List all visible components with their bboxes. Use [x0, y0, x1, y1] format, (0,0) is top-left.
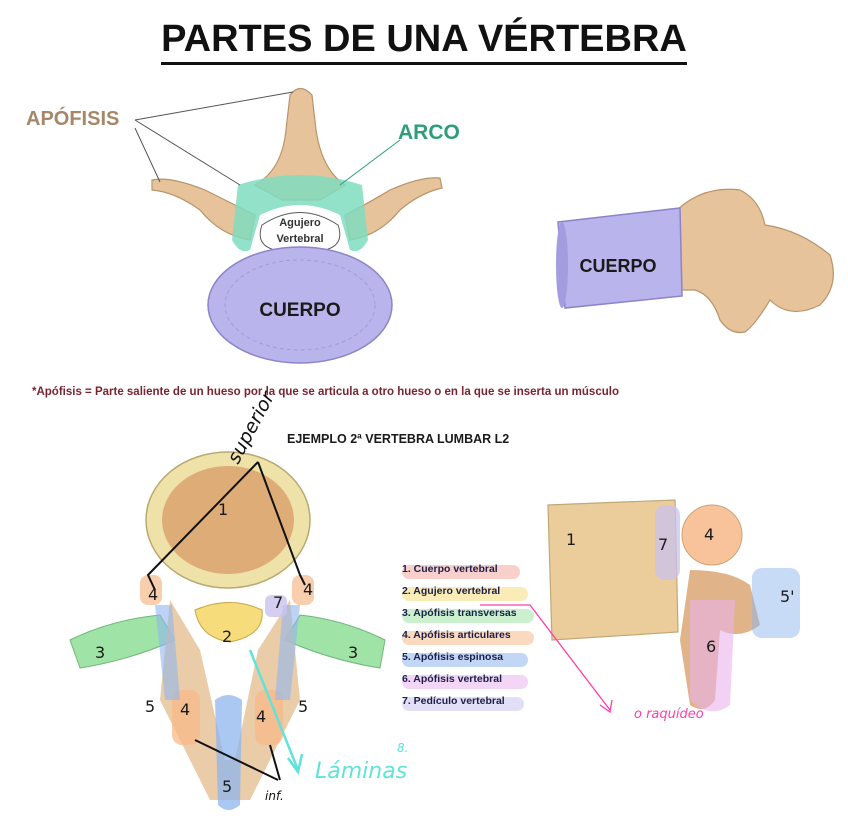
- agujero-label-1: Agujero: [279, 217, 321, 229]
- number-label: 3: [95, 643, 105, 662]
- legend-item: 1. Cuerpo vertebral: [402, 563, 520, 585]
- legend-highlight: [402, 609, 534, 623]
- legend: 1. Cuerpo vertebral 2. Agujero vertebral…: [402, 563, 534, 717]
- l2-side-view: [547, 499, 800, 712]
- top-vertebra: [134, 87, 443, 364]
- arco-label: ARCO: [398, 121, 460, 144]
- l2-top-view: [69, 451, 386, 810]
- number-label: 1: [218, 500, 228, 519]
- apofisis-label: APÓFISIS: [26, 108, 120, 130]
- legend-item: 4. Apófisis articulares: [402, 629, 534, 651]
- numbers-right: 1 7 4 5' 6: [566, 525, 795, 656]
- legend-highlight: [402, 587, 528, 601]
- legend-item: 5. Apófisis espinosa: [402, 651, 528, 673]
- numbers-left: 1 2 3 3 4 4 4 4 5 5 5 7: [95, 500, 358, 796]
- hand-lines: [146, 461, 306, 781]
- number-label: 4: [148, 585, 158, 604]
- number-label: 6: [706, 637, 716, 656]
- number-label: 7: [658, 535, 668, 554]
- number-label: 5: [222, 777, 232, 796]
- legend-highlight: [402, 631, 534, 645]
- number-label: 5': [780, 587, 795, 606]
- number-label: 7: [273, 593, 283, 612]
- laminas-handwriting: Láminas: [315, 759, 407, 784]
- raquideo-handwriting: o raquídeo: [634, 707, 704, 722]
- number-label: 4: [303, 580, 313, 599]
- legend-highlight: [402, 675, 528, 689]
- number-label: 1: [566, 530, 576, 549]
- cuerpo-side-label: CUERPO: [579, 256, 656, 276]
- eight-handwriting: 8.: [397, 741, 408, 755]
- example-title: EJEMPLO 2ª VERTEBRA LUMBAR L2: [287, 432, 510, 446]
- cuerpo-top-label: CUERPO: [259, 300, 340, 321]
- legend-item: 3. Apófisis transversas: [402, 607, 534, 629]
- legend-item: 7. Pedículo vertebral: [402, 695, 524, 717]
- apofisis-footnote: *Apófisis = Parte saliente de un hueso p…: [32, 386, 619, 398]
- legend-item: 2. Agujero vertebral: [402, 585, 528, 607]
- number-label: 5: [145, 697, 155, 716]
- legend-highlight: [402, 565, 520, 579]
- number-label: 4: [704, 525, 714, 544]
- legend-item: 6. Apófisis vertebral: [402, 673, 528, 695]
- legend-highlight: [402, 697, 524, 711]
- legend-highlight: [402, 653, 528, 667]
- number-label: 3: [348, 643, 358, 662]
- number-label: 4: [256, 707, 266, 726]
- side-vertebra: [556, 188, 834, 334]
- number-label: 4: [180, 700, 190, 719]
- inf-handwriting: inf.: [265, 789, 284, 803]
- number-label: 5: [298, 697, 308, 716]
- number-label: 2: [222, 627, 232, 646]
- agujero-label-2: Vertebral: [276, 233, 323, 245]
- raquideo-arrow: [480, 604, 613, 714]
- page-title: PARTES DE UNA VÉRTEBRA: [0, 18, 848, 65]
- laminas-arrow: [248, 649, 304, 776]
